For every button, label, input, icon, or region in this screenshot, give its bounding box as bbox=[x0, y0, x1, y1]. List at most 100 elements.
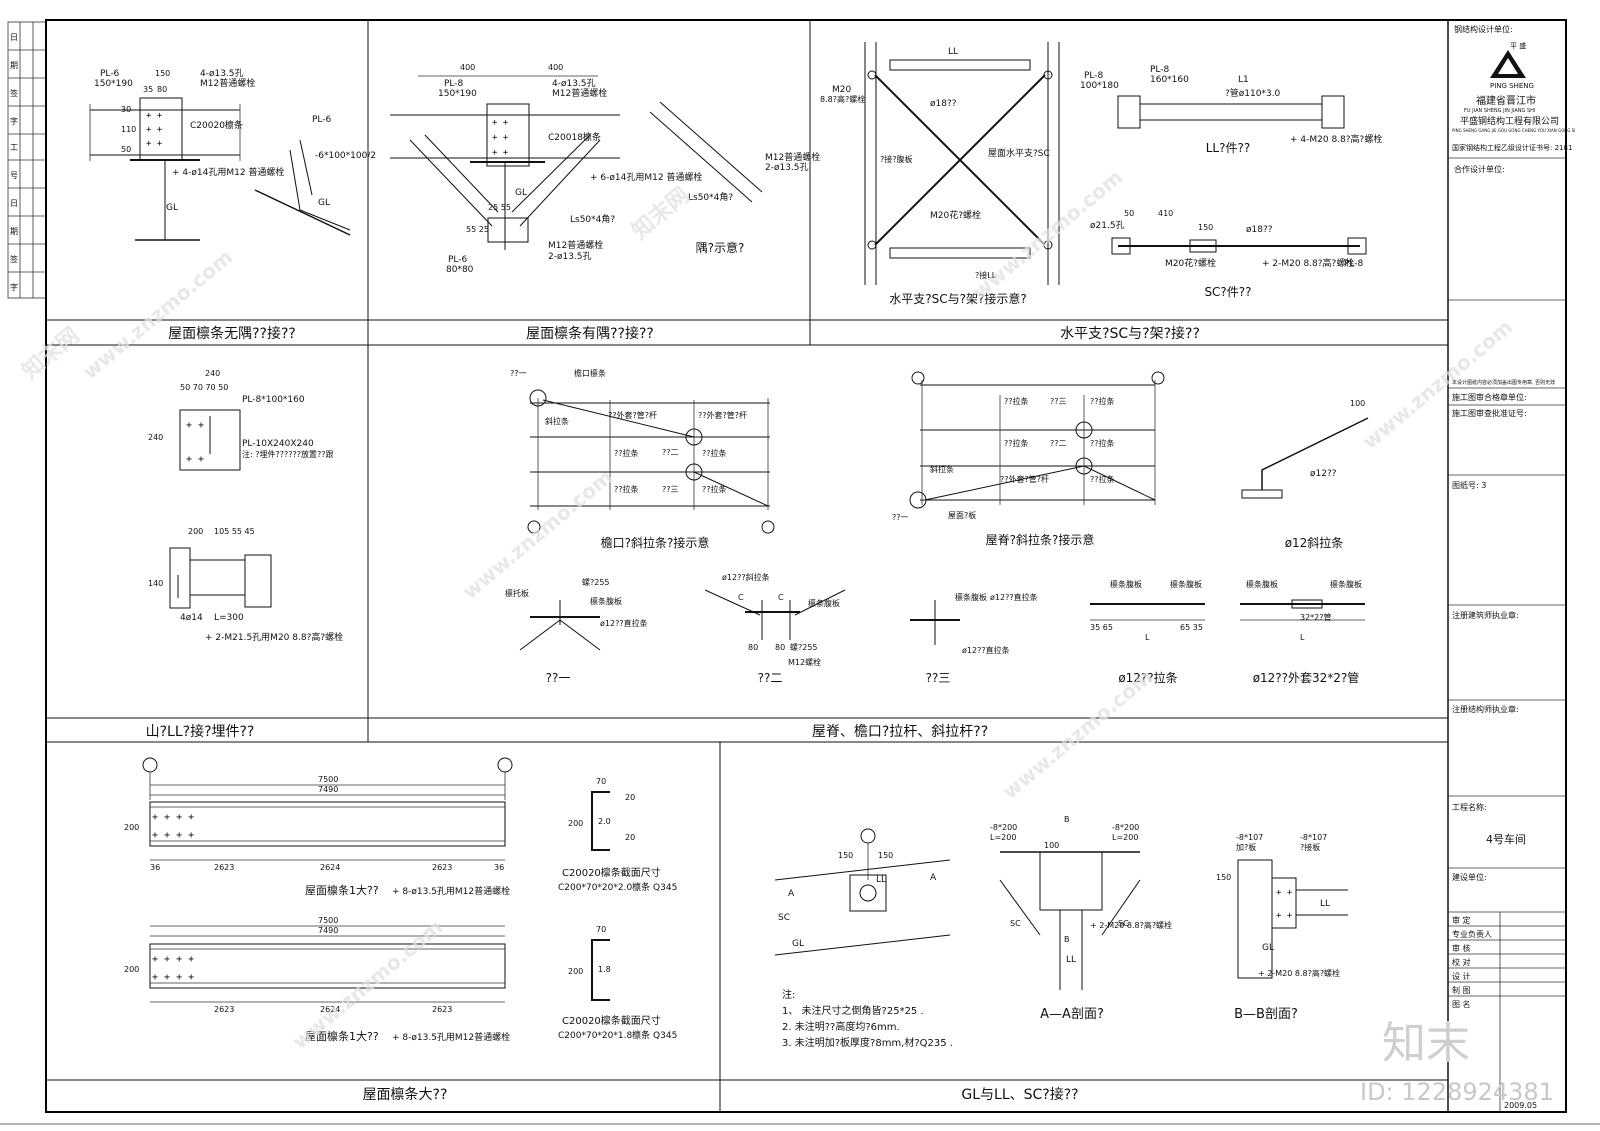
strip-text-10: 字 bbox=[10, 282, 18, 292]
svg-text:+ +: + + bbox=[186, 420, 204, 431]
dim-200c: 200 bbox=[568, 819, 583, 828]
label-pl8e: 160*160 bbox=[1150, 75, 1189, 85]
dim-240: 240 bbox=[205, 369, 220, 378]
strip-text-2: 期 bbox=[10, 61, 18, 70]
label-ll: LL bbox=[948, 47, 958, 57]
dim-200a: 200 bbox=[124, 823, 139, 832]
label-jb2: ?接板 bbox=[1300, 842, 1320, 852]
label-gl-b: GL bbox=[318, 198, 330, 208]
label-bolt2b: + 2-M21.5孔用M20 8.8?高?螺栓 bbox=[205, 631, 343, 643]
label-m12b: M12普通螺栓 bbox=[548, 239, 603, 251]
label-eave2: 檐口檩条 bbox=[574, 368, 606, 378]
svg-text:+ +: + + bbox=[492, 133, 509, 143]
label-d12: ø12??斜拉条 bbox=[722, 572, 770, 582]
dim-2: 2.0 bbox=[598, 817, 611, 826]
tb-reg-2: 注册结构师执业章: bbox=[1452, 704, 1519, 714]
strip-text-6: 号 bbox=[10, 171, 18, 180]
tb-stamp-2: 施工图审查批准证号: bbox=[1452, 408, 1527, 418]
label-lm2: 螺?255 bbox=[790, 642, 818, 652]
label-eave1: ??一 bbox=[510, 369, 527, 378]
label-ls50: Ls50*4角? bbox=[570, 213, 615, 225]
panel-title-4: 山?LL?接?埋件?? bbox=[146, 723, 255, 740]
label-pipe32: 32*2?管 bbox=[1300, 612, 1332, 622]
label-r6: 屋面?板 bbox=[948, 510, 976, 520]
dim-3565: 35 65 bbox=[1090, 623, 1113, 632]
watermark-id: ID: 1228924381 bbox=[1360, 1078, 1554, 1106]
label-zlt-r3: ??拉条 bbox=[1004, 438, 1029, 448]
tb-row-6: 制 图 bbox=[1452, 985, 1471, 995]
label-bolt8: + 8-ø13.5孔用M12普通螺栓 bbox=[392, 885, 510, 897]
label-jb: 加?板 bbox=[1236, 842, 1256, 852]
dim-410: 410 bbox=[1158, 209, 1173, 218]
label-lfb7: 檩条腹板 bbox=[1330, 579, 1362, 589]
label-c: C bbox=[738, 593, 744, 602]
label-m12-2: M12普通螺栓 bbox=[552, 87, 607, 99]
label-m20: M20 bbox=[832, 85, 851, 95]
label-h2: 2-ø13.5孔 bbox=[548, 251, 592, 262]
label-yb: 檩托板 bbox=[505, 588, 529, 598]
tb-client-label: 建设单位: bbox=[1452, 872, 1487, 882]
label-pipe: ?管ø110*3.0 bbox=[1225, 87, 1281, 99]
label-lh: L=200 bbox=[990, 833, 1016, 842]
label-gangll: ?接LL bbox=[975, 270, 997, 280]
tb-company-small-2: PING SHENG GANG JIE GOU GONG CHENG YOU X… bbox=[1452, 128, 1575, 133]
label-sc3: SC bbox=[1010, 919, 1021, 928]
label-ll4: LL bbox=[1320, 899, 1330, 909]
caption-sec1b: C200*70*20*2.0檩条 Q345 bbox=[558, 881, 677, 893]
panel-title-5: 屋脊、檐口?拉杆、斜拉杆?? bbox=[812, 724, 988, 740]
label-pl8c: 100*180 bbox=[1080, 81, 1119, 91]
label-pl10: PL-10X240X240 bbox=[242, 439, 314, 449]
svg-text:+ +: + + bbox=[186, 454, 204, 465]
dim-80-n2: 80 bbox=[748, 643, 758, 652]
label-zlt3: ??拉条 bbox=[614, 484, 639, 494]
detail-purlin-with-brace: 400 400 + + + + + + PL-8 150*190 4-ø13.5… bbox=[390, 63, 820, 275]
label-lfb5: 檩条腹板 bbox=[1170, 579, 1202, 589]
dim-30: 30 bbox=[121, 105, 131, 114]
label-d18: ø18?? bbox=[930, 99, 957, 109]
dim-7490b: 7490 bbox=[318, 926, 338, 935]
dim-200d: 200 bbox=[568, 967, 583, 976]
label-zlt-r4: ??拉条 bbox=[1090, 438, 1115, 448]
svg-text:+ +: + + bbox=[492, 118, 509, 128]
dim-2623c: 2623 bbox=[214, 1005, 234, 1014]
caption-sec2b: C200*70*20*1.8檩条 Q345 bbox=[558, 1029, 677, 1041]
detail-gl-ll-sc: 150 150 A A LL SC GL 注: 1、 未注尺寸之倒角皆?25*2… bbox=[774, 815, 1348, 1049]
dim-150-sc: 150 bbox=[1198, 223, 1213, 232]
label-r2: ??二 bbox=[1050, 439, 1067, 448]
label-zlt2: ??拉条 bbox=[702, 448, 727, 458]
caption-tie-sleeve: ø12??外套32*2?管 bbox=[1253, 670, 1360, 685]
label-gl: GL bbox=[166, 203, 178, 213]
label-a2: A bbox=[930, 873, 937, 883]
tb-company-2: 平盛钢结构工程有限公司 bbox=[1460, 115, 1559, 127]
dim-7500: 7500 bbox=[318, 775, 338, 784]
tb-stamp-3: 图纸号: 3 bbox=[1452, 480, 1486, 490]
label-pl6c: -6*100*100/2 bbox=[315, 151, 376, 161]
svg-text:+ +: + + + + bbox=[152, 812, 194, 823]
tb-row-4: 校 对 bbox=[1452, 957, 1471, 967]
svg-text:+ +: + + bbox=[146, 111, 163, 121]
label-dsz2: ??外套?管?杆 bbox=[698, 410, 747, 420]
left-sign-strip: 日 期 签 字 工 号 日 期 签 字 bbox=[7, 21, 47, 299]
label-bolt2: + 2-M20 8.8?高?螺栓 bbox=[1262, 257, 1354, 269]
sheet-frame bbox=[0, 19, 1600, 1125]
dim-100-rod: 100 bbox=[1350, 399, 1365, 408]
label-m20b: 8.8?高?螺栓 bbox=[820, 94, 865, 104]
label-gl3: GL bbox=[1262, 943, 1274, 953]
label-gl-2: GL bbox=[515, 188, 527, 198]
svg-text:+ +: + + bbox=[1276, 911, 1293, 921]
tb-company-1: 福建省晋江市 bbox=[1476, 94, 1536, 107]
caption-sec2: C20020檩条截面尺寸 bbox=[562, 1014, 661, 1027]
label-rod: ø12?? bbox=[1310, 469, 1337, 479]
title-block: 钢结构设计单位: 平 盛 PING SHENG 福建省晋江市 FU JIAN S… bbox=[1448, 24, 1575, 1112]
dim-20b: 20 bbox=[625, 833, 635, 842]
label-gang: ?接?腹板 bbox=[880, 154, 913, 164]
dim-18: 1.8 bbox=[598, 965, 611, 974]
label-er: ??二 bbox=[662, 448, 679, 457]
tb-row-7: 图 名 bbox=[1452, 999, 1471, 1009]
dim-70b: 70 bbox=[596, 925, 606, 934]
caption-n3: ??三 bbox=[926, 671, 951, 685]
note-2: 2. 未注明??高度均?6mm. bbox=[782, 1020, 900, 1033]
tb-company-small: FU JIAN SHENG JIN JIANG SHI bbox=[1464, 108, 1535, 114]
dim-240-v: 240 bbox=[148, 433, 163, 442]
dim-35: 35 bbox=[143, 85, 153, 94]
